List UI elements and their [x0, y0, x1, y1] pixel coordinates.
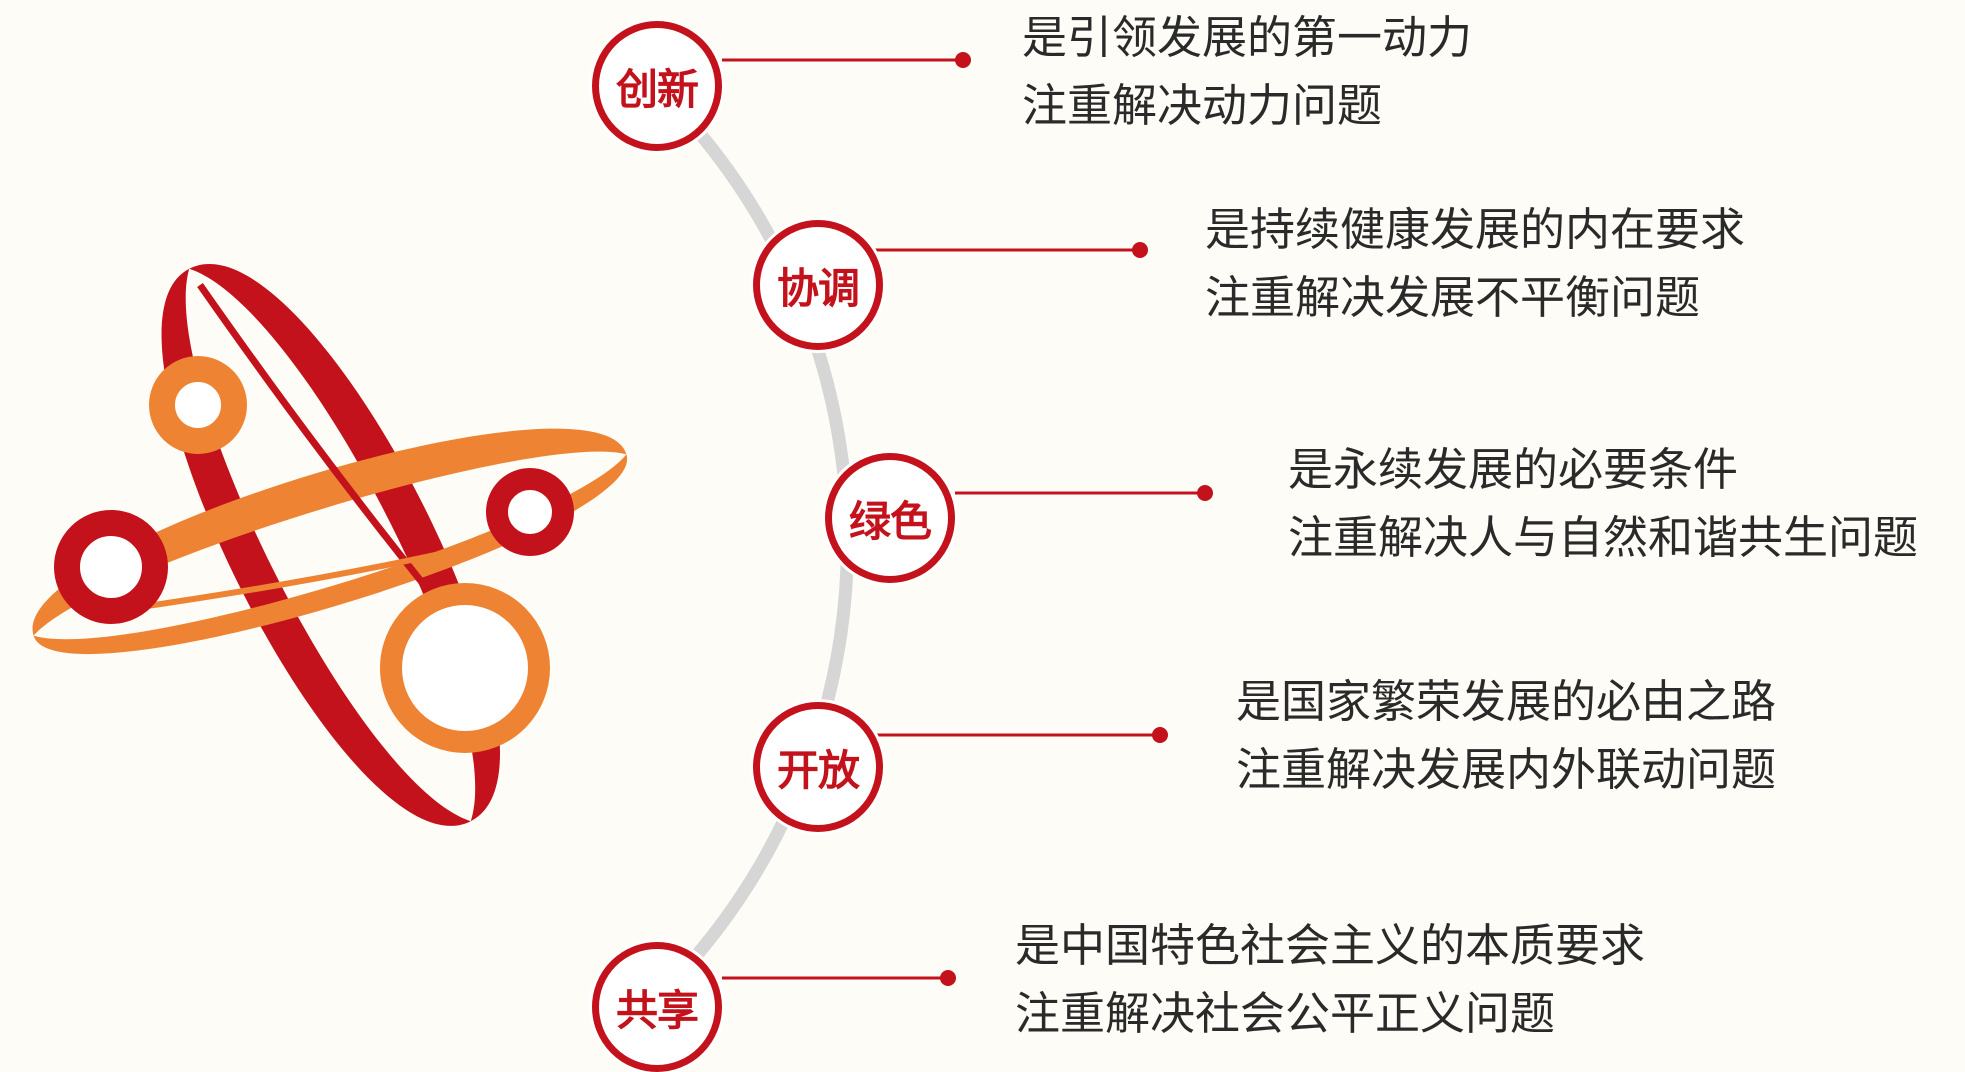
- description-xietiao: 是持续健康发展的内在要求 注重解决发展不平衡问题: [1205, 196, 1745, 332]
- description-lvse: 是永续发展的必要条件 注重解决人与自然和谐共生问题: [1288, 436, 1918, 572]
- description-line-2: 注重解决人与自然和谐共生问题: [1288, 511, 1919, 564]
- description-line-2: 注重解决社会公平正义问题: [1015, 987, 1556, 1040]
- description-line-2: 注重解决动力问题: [1022, 79, 1383, 132]
- description-line-1: 是中国特色社会主义的本质要求: [1015, 919, 1646, 972]
- connector-lvse: [955, 485, 1213, 501]
- connector-gongxiang: [722, 970, 956, 986]
- node-lvse: 绿色: [825, 453, 955, 583]
- description-gongxiang: 是中国特色社会主义的本质要求 注重解决社会公平正义问题: [1015, 912, 1645, 1048]
- node-label: 共享: [615, 985, 699, 1035]
- description-line-1: 是国家繁荣发展的必由之路: [1236, 675, 1777, 728]
- thin-orange-line: [119, 542, 481, 613]
- description-line-1: 是引领发展的第一动力: [1022, 11, 1473, 64]
- description-line-2: 注重解决发展不平衡问题: [1205, 271, 1701, 324]
- description-line-2: 注重解决发展内外联动问题: [1236, 743, 1777, 796]
- node-label: 创新: [615, 64, 699, 114]
- orange-ring-large: [380, 583, 550, 753]
- red-ring-right: [486, 468, 574, 556]
- description-line-1: 是持续健康发展的内在要求: [1205, 203, 1746, 256]
- node-kaifang: 开放: [753, 702, 883, 832]
- node-xietiao: 协调: [753, 220, 883, 350]
- node-label: 开放: [776, 745, 860, 795]
- description-line-1: 是永续发展的必要条件: [1288, 443, 1739, 496]
- node-label: 协调: [776, 263, 860, 313]
- orange-orbit-crescent: [32, 428, 627, 655]
- node-gongxiang: 共享: [592, 942, 722, 1072]
- description-chuangxin: 是引领发展的第一动力 注重解决动力问题: [1022, 4, 1472, 140]
- node-chuangxin: 创新: [592, 21, 722, 151]
- connector-kaifang: [873, 727, 1168, 743]
- red-orbit-crescent: [161, 264, 501, 826]
- description-kaifang: 是国家繁荣发展的必由之路 注重解决发展内外联动问题: [1236, 668, 1776, 804]
- red-ring-left: [54, 510, 168, 624]
- thin-orbit-line: [197, 282, 431, 593]
- orange-ring-small: [149, 356, 247, 454]
- node-label: 绿色: [848, 496, 932, 546]
- connector-chuangxin: [722, 52, 971, 68]
- connector-xietiao: [873, 242, 1148, 258]
